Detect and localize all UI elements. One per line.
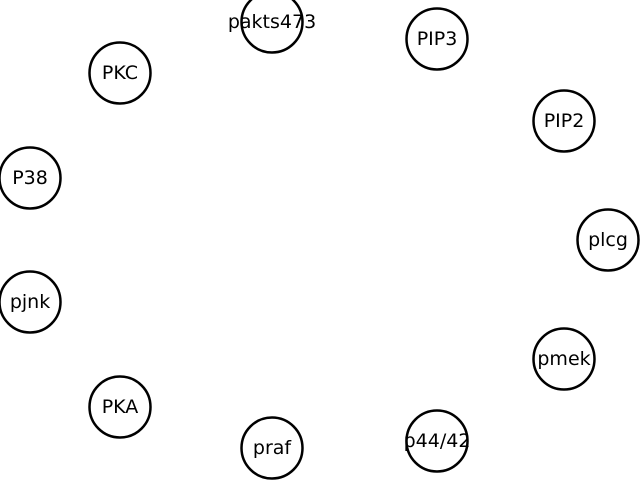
node-pip2: PIP2 [532,89,596,153]
node-pjnk: pjnk [0,270,62,334]
node-label: PKA [102,396,139,418]
node-p38: P38 [0,146,62,210]
node-plcg: plcg [576,208,640,272]
node-label: plcg [588,229,628,251]
node-label: praf [253,437,293,459]
node-pakts473: pakts473 [228,0,316,54]
node-pmek: pmek [532,327,596,391]
node-label: PIP3 [417,28,458,50]
node-label: PKC [102,62,138,84]
node-p44-42: p44/42 [404,409,471,473]
node-label: PIP2 [544,110,585,132]
node-label: p44/42 [404,430,471,452]
node-praf: praf [240,416,304,480]
node-label: P38 [12,167,48,189]
node-pka: PKA [88,375,152,439]
node-label: pakts473 [228,11,316,33]
node-label: pjnk [10,291,50,313]
node-label: pmek [537,348,590,370]
node-pip3: PIP3 [405,7,469,71]
node-pkc: PKC [88,41,152,105]
